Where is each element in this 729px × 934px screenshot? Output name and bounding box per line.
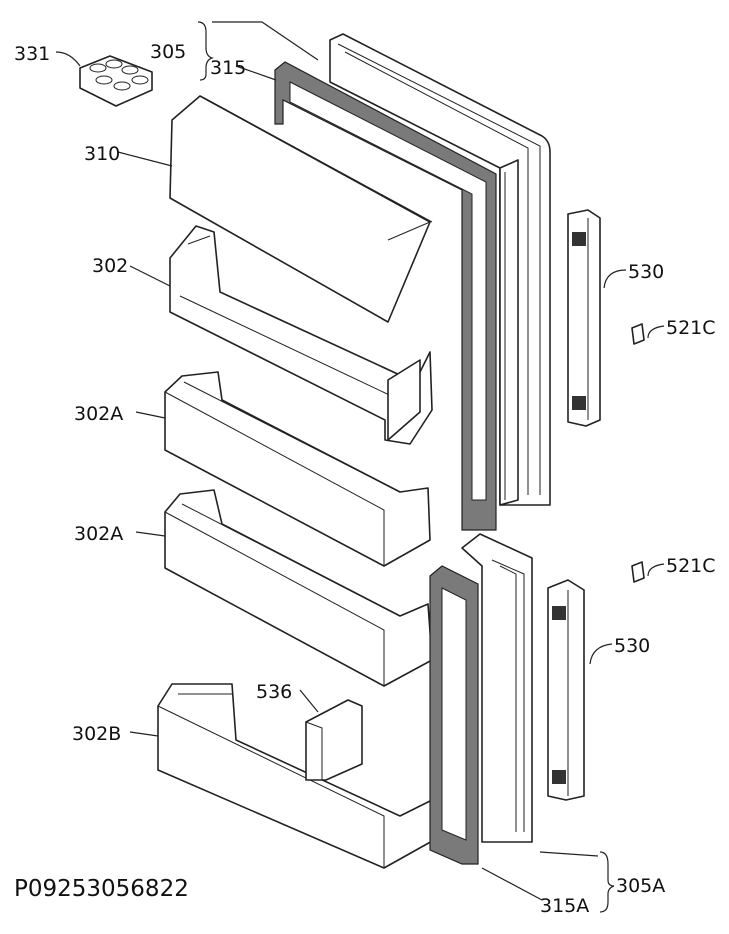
drawing-code: P09253056822	[14, 876, 189, 902]
door-shelf-302	[169, 225, 433, 445]
label-331: 331	[14, 43, 50, 65]
label-302b: 302B	[72, 723, 121, 745]
clip-521c-lower	[631, 561, 645, 583]
door-shelf-302a-lower	[164, 489, 433, 687]
label-521c-upper: 521C	[666, 317, 716, 339]
holder-536	[305, 699, 363, 781]
lower-door-305a	[461, 533, 533, 843]
upper-door-305	[329, 33, 551, 506]
label-302: 302	[92, 255, 128, 277]
label-315a: 315A	[540, 895, 589, 917]
door-shelf-302b	[157, 683, 435, 869]
egg-tray-331	[79, 55, 153, 107]
label-315: 315	[210, 57, 246, 79]
label-310: 310	[84, 143, 120, 165]
label-530-lower: 530	[614, 635, 650, 657]
upper-gasket-315	[274, 61, 497, 531]
door-shelf-302a-upper	[164, 371, 431, 567]
lower-gasket-315a	[429, 565, 479, 865]
label-305a: 305A	[616, 875, 665, 897]
label-302a-upper: 302A	[74, 403, 123, 425]
handle-530-lower	[547, 579, 585, 801]
handle-530-upper	[567, 209, 601, 427]
label-302a-lower: 302A	[74, 523, 123, 545]
clip-521c-upper	[631, 323, 645, 345]
label-536: 536	[256, 681, 292, 703]
label-305: 305	[150, 41, 186, 63]
label-530-upper: 530	[628, 261, 664, 283]
leader-lines	[55, 21, 665, 913]
dairy-flap-310	[169, 95, 433, 323]
label-521c-lower: 521C	[666, 555, 716, 577]
